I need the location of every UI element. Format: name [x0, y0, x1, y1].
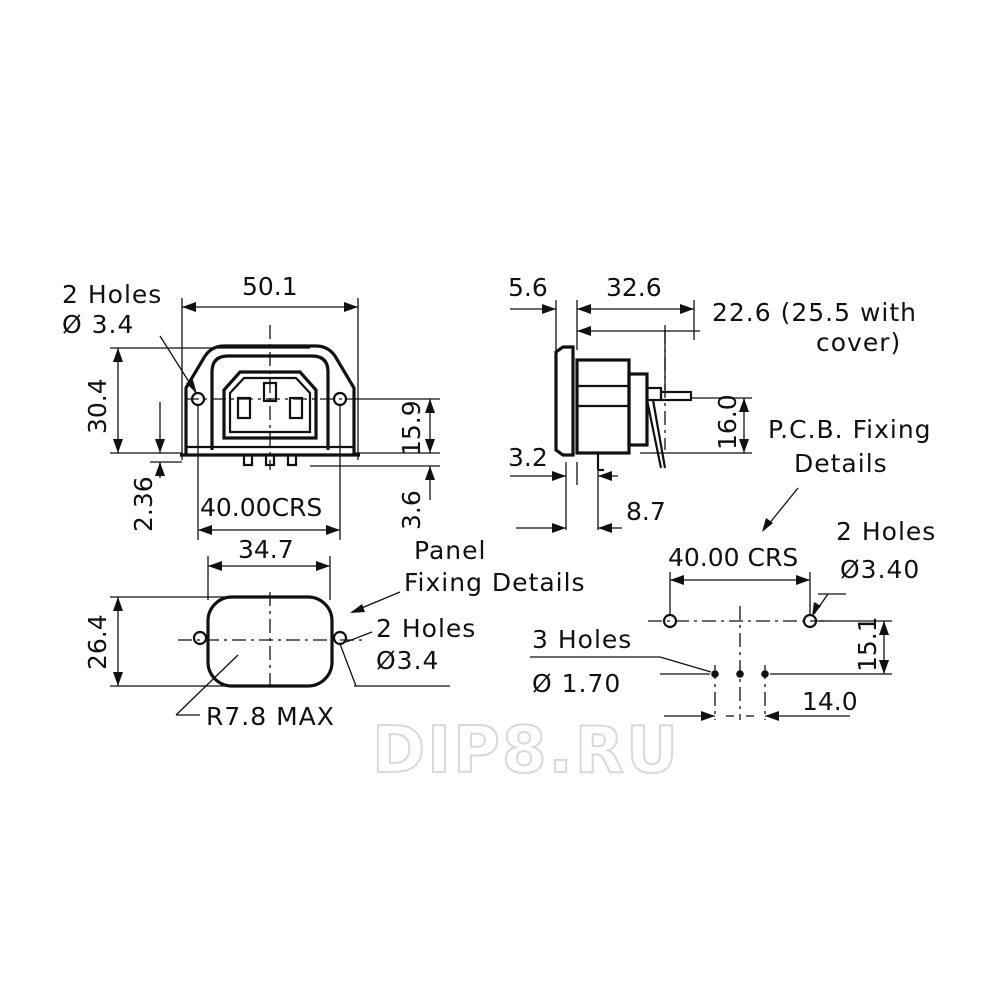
side-d5-label: 8.7: [626, 497, 666, 526]
front-holes-label-2: Ø 3.4: [62, 310, 134, 339]
pcb-view: P.C.B. Fixing Details 40.00 CRS 2 Holes …: [530, 415, 936, 721]
side-d3-label-1: 22.6 (25.5 with: [712, 298, 917, 327]
pcb-holes-b-label-1: 3 Holes: [532, 625, 632, 654]
front-right-height2-label: 3.6: [397, 490, 426, 530]
side-d1-label: 5.6: [508, 273, 548, 302]
pcb-title-1: P.C.B. Fixing: [768, 415, 932, 444]
panel-holes-label-1: 2 Holes: [376, 614, 476, 643]
front-crs-label: 40.00CRS: [200, 493, 322, 522]
pcb-spacing-label: 14.0: [802, 687, 858, 716]
front-offset-label: 2.36: [129, 476, 158, 532]
side-view: 5.6 32.6 22.6 (25.5 with cover) 16.0 3.2…: [508, 273, 917, 533]
pcb-holes-a-label-2: Ø3.40: [840, 555, 920, 584]
panel-view: 34.7 26.4 Panel Fixing Details 2 Holes Ø…: [83, 535, 586, 731]
panel-width-label: 34.7: [238, 535, 294, 564]
panel-radius-label: R7.8 MAX: [206, 702, 335, 731]
pcb-title-2: Details: [794, 449, 888, 478]
front-holes-label-1: 2 Holes: [62, 280, 162, 309]
pcb-crs-label: 40.00 CRS: [668, 543, 798, 572]
panel-title-2: Fixing Details: [404, 568, 586, 597]
pcb-holes-b-label-2: Ø 1.70: [532, 669, 621, 698]
pcb-height-label: 15.1: [853, 616, 882, 672]
front-right-height-label: 15.9: [397, 400, 426, 456]
panel-title-1: Panel: [414, 536, 486, 565]
panel-height-label: 26.4: [83, 614, 112, 670]
front-width-label: 50.1: [242, 272, 298, 301]
side-height-label: 16.0: [713, 394, 742, 450]
side-d4-label: 3.2: [508, 443, 548, 472]
watermark: DIP8.RU: [372, 714, 680, 788]
front-height-label: 30.4: [83, 378, 112, 434]
side-d2-label: 32.6: [606, 273, 662, 302]
front-view: 2 Holes Ø 3.4 50.1 30.4 2.36 40.00CRS 15…: [62, 272, 440, 540]
side-d3-label-2: cover): [816, 328, 901, 357]
panel-holes-label-2: Ø3.4: [376, 646, 439, 675]
pcb-holes-a-label-1: 2 Holes: [836, 517, 936, 546]
